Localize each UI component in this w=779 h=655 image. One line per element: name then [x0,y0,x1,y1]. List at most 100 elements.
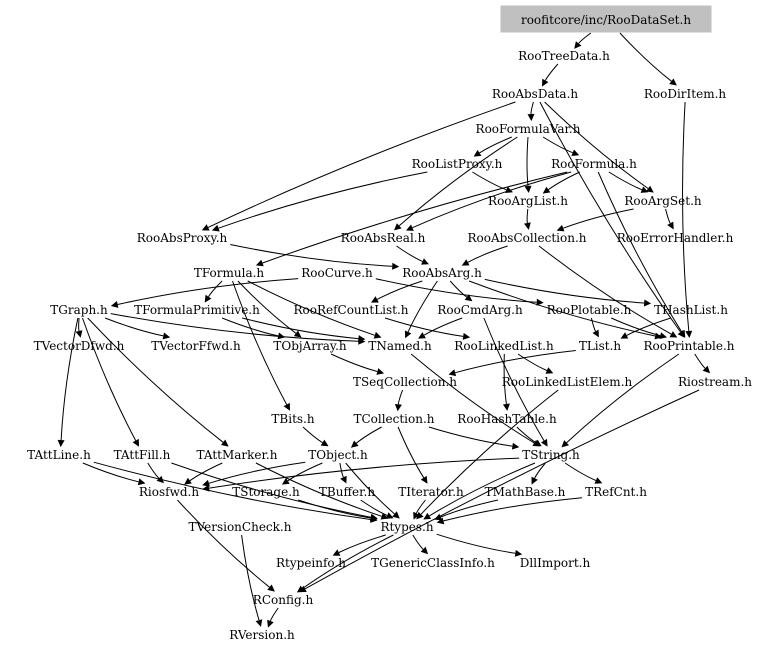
node-rooplotable-h[interactable]: RooPlotable.h [547,303,632,317]
edge-layer [57,32,711,628]
arrowhead [643,299,652,307]
edge-tattline-h-to-rtypes-h [93,461,371,520]
edge-riosfwd-h-to-rconfig-h [177,499,270,588]
node-roorefcountlist-h[interactable]: RooRefCountList.h [293,303,408,317]
arrowhead [394,404,402,412]
node-label: TVectorDfwd.h [34,339,125,353]
node-tcollection-h[interactable]: TCollection.h [353,412,434,426]
node-tattmarker-h[interactable]: TAttMarker.h [197,448,278,462]
node-tobject-h[interactable]: TObject.h [308,448,368,462]
node-trefcnt-h[interactable]: TRefCnt.h [585,485,647,499]
node-rooabsdata-h[interactable]: RooAbsData.h [492,87,579,101]
arrowhead [293,330,302,338]
node-label: RooPrintable.h [643,339,734,353]
node-riostream-h[interactable]: Riostream.h [678,375,752,389]
node-rtypes-h[interactable]: Rtypes.h [380,520,433,534]
edge-rooformulavar-h-to-rooformula-h [542,136,573,154]
node-rooformula-h[interactable]: RooFormula.h [551,157,637,171]
node-label: Rtypeinfo.h [276,556,346,570]
edge-tformula-h-to-tbits-h [232,280,288,405]
edge-rooabscollection-h-to-rooprintable-h [538,245,672,335]
node-tnamed-h[interactable]: TNamed.h [368,339,432,353]
node-label: RooListProxy.h [412,157,503,171]
node-rooargset-h[interactable]: RooArgSet.h [624,194,702,208]
node-dllimport-h[interactable]: DllImport.h [520,556,591,570]
node-tlist-h[interactable]: TList.h [579,339,622,353]
node-label: RooCurve.h [301,266,373,280]
arrowhead [545,367,554,374]
edge-rooabsarg-h-to-thashlist-h [484,278,645,304]
node-tattfill-h[interactable]: TAttFill.h [114,448,171,462]
node-rooabsproxy-h[interactable]: RooAbsProxy.h [137,231,228,245]
node-roolistproxy-h[interactable]: RooListProxy.h [412,157,503,171]
node-roodiritem-h[interactable]: RooDirItem.h [644,87,727,101]
node-label: RooArgSet.h [624,194,702,208]
node-rooformulavar-h[interactable]: RooFormulaVar.h [476,122,581,136]
edge-rooabsarg-h-to-tnamed-h [407,280,438,333]
node-rooprintable-h[interactable]: RooPrintable.h [643,339,734,353]
edge-tversioncheck-h-to-rversion-h [241,534,260,621]
arrowhead [267,619,274,628]
node-tvectordfwd-h[interactable]: TVectorDfwd.h [34,339,125,353]
arrowhead [423,512,432,520]
node-label: TAttMarker.h [197,448,278,462]
arrowhead [434,513,442,521]
edge-roocmdarg-h-to-tstring-h [483,317,545,441]
node-label: THashList.h [654,303,728,317]
arrowhead [385,512,394,519]
node-tformulaprimitive-h[interactable]: TFormulaPrimitive.h [134,303,260,317]
node-thashlist-h[interactable]: THashList.h [654,303,728,317]
edge-titerator-h-to-rtypes-h [415,499,426,514]
node-tgraph-h[interactable]: TGraph.h [50,303,108,317]
node-tversioncheck-h[interactable]: TVersionCheck.h [189,520,292,534]
node-rversion-h[interactable]: RVersion.h [229,628,295,642]
node-label: TMathBase.h [485,485,566,499]
node-rooerrorhandler-h[interactable]: RooErrorHandler.h [617,231,734,245]
node-tattline-h[interactable]: TAttLine.h [27,448,91,462]
arrowhead [255,259,264,267]
edge-rooprintable-h-to-riostream-h [694,353,706,369]
node-rooabsarg-h[interactable]: RooAbsArg.h [402,266,482,280]
node-label: Riostream.h [678,375,752,389]
edge-tgraph-h-to-tattmarker-h [87,317,224,443]
node-label: Rtypes.h [380,520,433,534]
node-tmathbase-h[interactable]: TMathBase.h [485,485,566,499]
node-rconfig-h[interactable]: RConfig.h [253,593,314,607]
node-rooarglist-h[interactable]: RooArgList.h [488,194,568,208]
edge-tcollection-h-to-titerator-h [397,426,425,479]
edge-rtypes-h-to-rtypeinfo-h [338,534,386,553]
arrowhead [524,185,532,193]
edge-rooabsdata-h-to-rooprintable-h [539,101,681,333]
node-roohashtable-h[interactable]: RooHashTable.h [457,412,557,426]
node-tgenericclassinfo-h[interactable]: TGenericClassInfo.h [371,556,495,570]
arrowhead [669,331,678,338]
node-roolinkedlist-h[interactable]: RooLinkedList.h [454,339,554,353]
node-riosfwd-h[interactable]: Riosfwd.h [139,485,199,499]
node-tbits-h[interactable]: TBits.h [271,412,314,426]
node-roocurve-h[interactable]: RooCurve.h [301,266,373,280]
arrowhead [534,439,542,447]
node-tformula-h[interactable]: TFormula.h [194,266,265,280]
node-rtypeinfo-h[interactable]: Rtypeinfo.h [276,556,346,570]
edge-roofitcore-inc-roodataset-h-to-rootreedata-h [578,32,592,44]
arrowhead [461,259,470,266]
node-tstorage-h[interactable]: TStorage.h [232,485,300,499]
node-tseqcollection-h[interactable]: TSeqCollection.h [353,375,457,389]
arrowhead [57,439,65,448]
node-roolinkedlistelem-h[interactable]: RooLinkedListElem.h [502,375,633,389]
node-rooabsreal-h[interactable]: RooAbsReal.h [341,231,426,245]
node-roocmdarg-h[interactable]: RooCmdArg.h [437,303,523,317]
arrowhead [592,329,599,338]
node-tstring-h[interactable]: TString.h [522,448,580,462]
arrowhead [594,477,603,484]
node-tbuffer-h[interactable]: TBuffer.h [319,485,375,499]
node-titerator-h[interactable]: TIterator.h [398,485,464,499]
node-rooabscollection-h[interactable]: RooAbsCollection.h [467,231,586,245]
node-tvectorffwd-h[interactable]: TVectorFfwd.h [151,339,241,353]
node-tobjarray-h[interactable]: TObjArray.h [273,339,347,353]
edge-roolistproxy-h-to-rooarglist-h [472,171,507,191]
node-rootreedata-h[interactable]: RooTreeData.h [518,49,610,63]
edge-tcollection-h-to-tstring-h [428,426,513,447]
edge-rtypes-h-to-tgenericclassinfo-h [412,534,424,550]
node-roofitcore-inc-roodataset-h[interactable]: roofitcore/inc/RooDataSet.h [500,5,712,33]
